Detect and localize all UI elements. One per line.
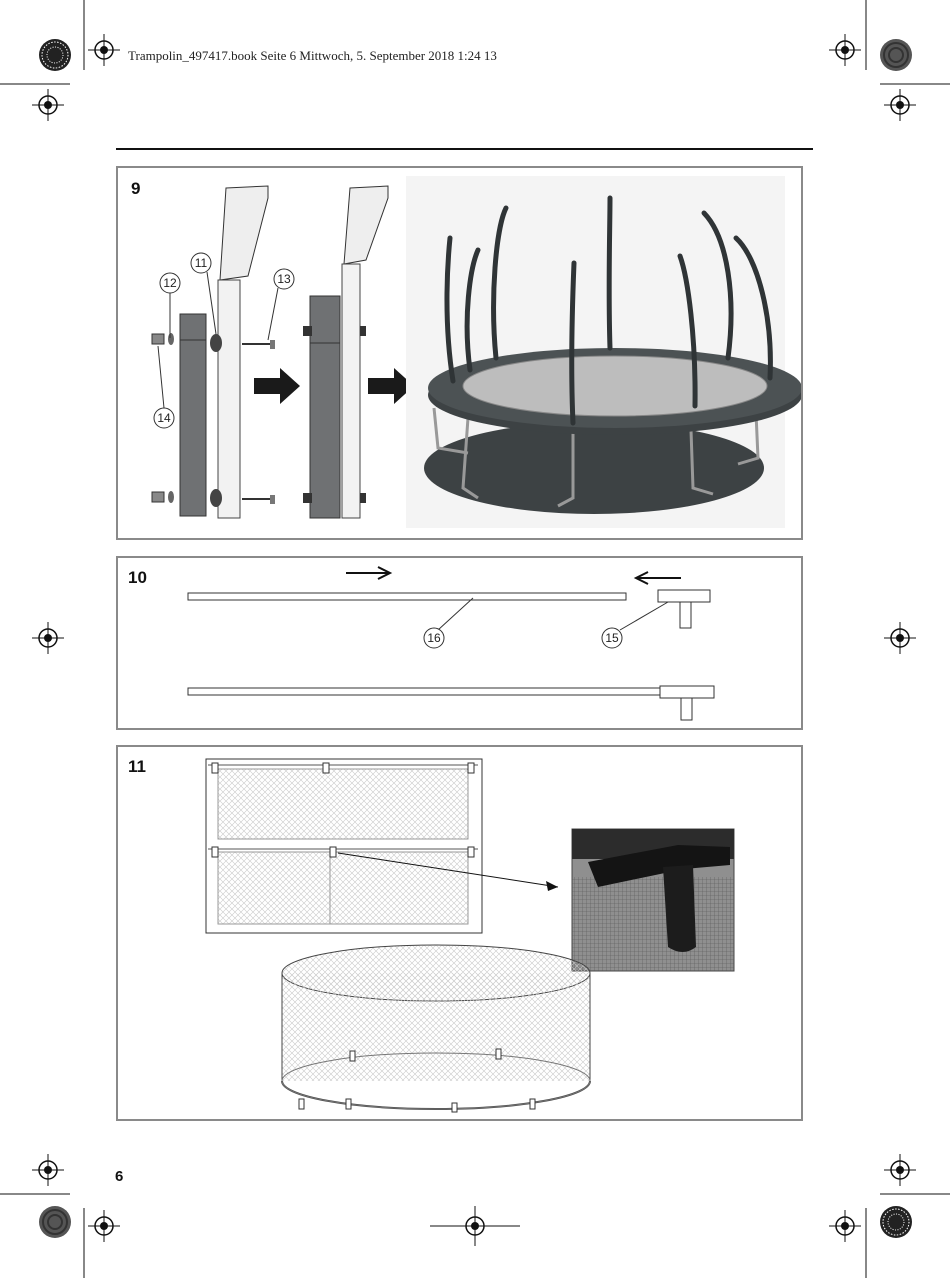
callout-16 [423,627,445,649]
pole-parts-exploded [151,185,275,519]
color-target-icons [39,39,912,1238]
figure-10-panel: 10 16 15 [116,556,803,730]
step-arrow-icon [368,368,414,404]
header-rule [116,148,813,150]
callout-13 [273,268,295,290]
callout-group [153,252,295,429]
pole-cap-illustration: 16 15 [187,566,715,721]
page-number: 6 [115,1168,124,1185]
callout-11 [190,252,212,274]
callout-label: 16 [427,631,441,645]
pole-assembled [303,185,389,519]
figure-number: 9 [131,179,141,198]
figure-9-panel: 9 11 12 13 [116,166,803,540]
safety-net-illustration [205,758,735,1113]
figure-number: 10 [128,568,147,587]
pole-assembly-illustration: 11 12 13 14 [151,176,801,528]
figure-11-panel: 11 [116,745,803,1121]
callout-label: 12 [163,276,177,290]
callout-label: 13 [277,272,291,286]
arrow-left-icon [633,571,681,585]
callout-label: 14 [157,411,171,425]
crosshair-target-icons [32,34,916,1246]
arrow-right-icon [346,566,393,580]
figure-number: 11 [128,757,146,776]
callout-label: 11 [195,256,208,270]
callout-15 [601,627,623,649]
trampoline-illustration [406,176,801,528]
step-arrow-icon [254,368,300,404]
callout-label: 15 [605,631,619,645]
print-header: Trampolin_497417.book Seite 6 Mittwoch, … [128,48,497,63]
